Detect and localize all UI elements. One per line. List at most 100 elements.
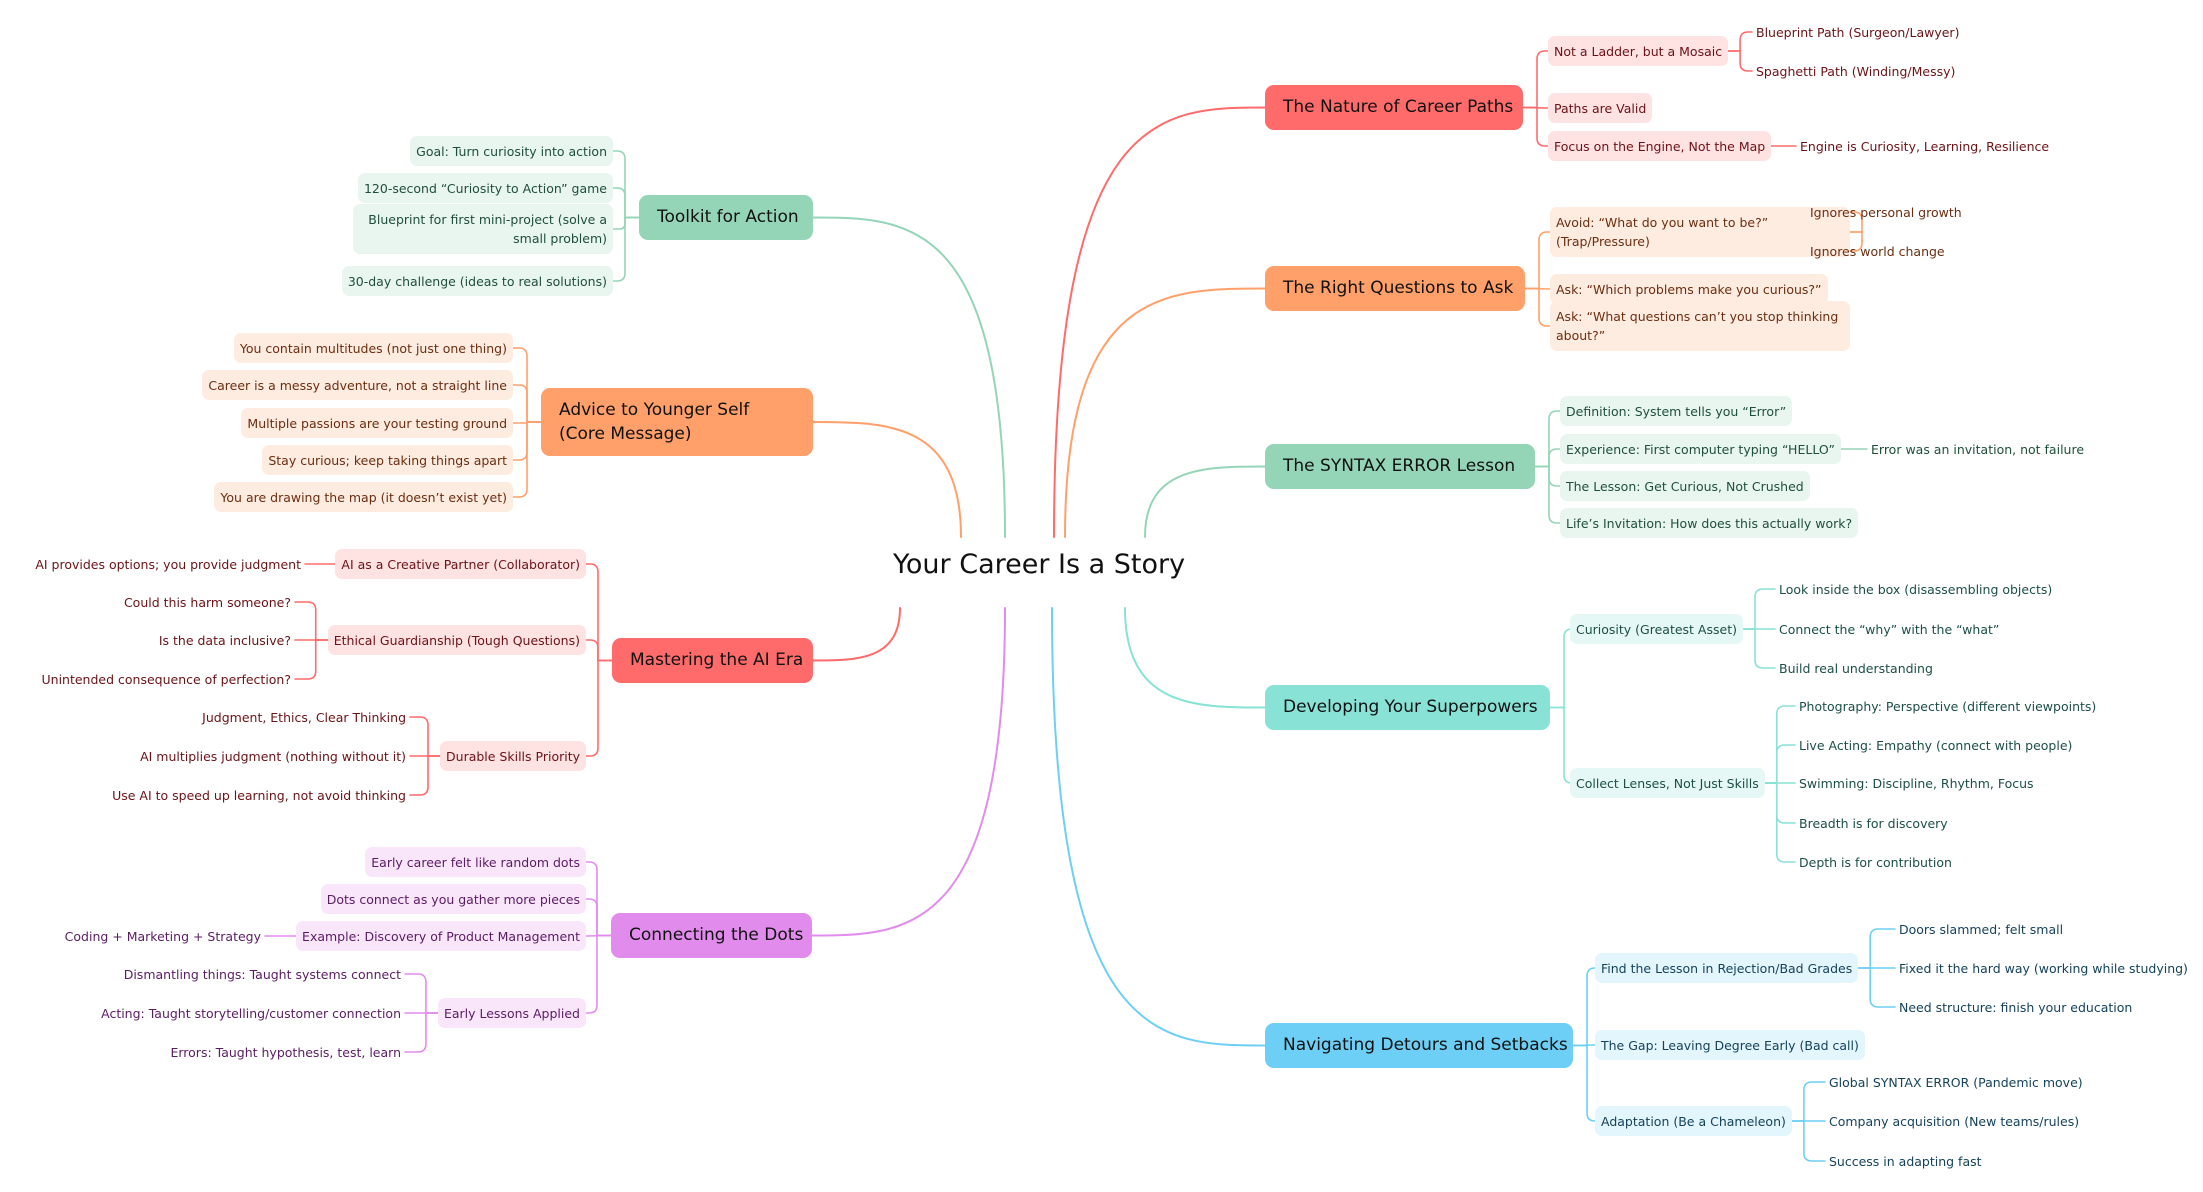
leaf-topic[interactable]: Coding + Marketing + Strategy (64, 928, 261, 944)
sub-link (1572, 967, 1596, 1047)
leaf-topic[interactable]: Acting: Taught storytelling/customer con… (101, 1005, 401, 1021)
subtopic[interactable]: Avoid: “What do you want to be?” (Trap/P… (1550, 207, 1850, 257)
leaf-topic[interactable]: Is the data inclusive? (158, 632, 291, 648)
branch-link-questions (1064, 287, 1266, 538)
sub-link (1524, 287, 1551, 290)
subtopic[interactable]: 30-day challenge (ideas to real solution… (341, 266, 613, 296)
leaf-link (294, 639, 329, 680)
leaf-topic[interactable]: Dismantling things: Taught systems conne… (123, 966, 401, 982)
sub-link (585, 934, 612, 937)
leaf-link (1727, 50, 1753, 72)
sub-link (1534, 465, 1561, 524)
subtopic[interactable]: Not a Ladder, but a Mosaic (1548, 36, 1729, 66)
subtopic[interactable]: Dots connect as you gather more pieces (320, 884, 586, 914)
subtopic[interactable]: Curiosity (Greatest Asset) (1570, 614, 1743, 644)
leaf-topic[interactable]: Fixed it the hard way (working while stu… (1899, 960, 2188, 976)
leaf-link (1742, 628, 1776, 669)
branch-toolkit[interactable]: Toolkit for Action (639, 195, 813, 240)
subtopic[interactable]: The Lesson: Get Curious, Not Crushed (1560, 471, 1810, 501)
leaf-topic[interactable]: Spaghetti Path (Winding/Messy) (1756, 63, 1956, 79)
subtopic[interactable]: Career is a messy adventure, not a strai… (202, 370, 513, 400)
leaf-topic[interactable]: Doors slammed; felt small (1899, 921, 2064, 937)
subtopic[interactable]: Durable Skills Priority (440, 741, 586, 771)
leaf-topic[interactable]: Judgment, Ethics, Clear Thinking (202, 709, 406, 725)
leaf-topic[interactable]: Company acquisition (New teams/rules) (1829, 1113, 2080, 1129)
subtopic[interactable]: Blueprint for first mini-project (solve … (353, 204, 613, 254)
subtopic[interactable]: Multiple passions are your testing groun… (241, 408, 513, 438)
subtopic[interactable]: You contain multitudes (not just one thi… (233, 333, 513, 363)
leaf-topic[interactable]: Global SYNTAX ERROR (Pandemic move) (1829, 1074, 2083, 1090)
branch-syntax[interactable]: The SYNTAX ERROR Lesson (1265, 444, 1535, 489)
leaf-topic[interactable]: Need structure: finish your education (1899, 999, 2133, 1015)
subtopic[interactable]: You are drawing the map (it doesn’t exis… (214, 482, 513, 512)
subtopic[interactable]: Paths are Valid (1548, 93, 1653, 123)
leaf-topic[interactable]: Build real understanding (1779, 660, 1933, 676)
leaf-link (1742, 588, 1776, 630)
subtopic[interactable]: Ethical Guardianship (Tough Questions) (327, 625, 586, 655)
subtopic[interactable]: Ask: “Which problems make you curious?” (1550, 274, 1828, 304)
leaf-topic[interactable]: Errors: Taught hypothesis, test, learn (170, 1044, 401, 1060)
subtopic[interactable]: Early Lessons Applied (437, 998, 586, 1028)
leaf-link (404, 1012, 439, 1053)
branch-superpowers[interactable]: Developing Your Superpowers (1265, 685, 1550, 730)
leaf-topic[interactable]: Could this harm someone? (123, 594, 291, 610)
branch-detours[interactable]: Navigating Detours and Setbacks (1265, 1023, 1573, 1068)
subtopic[interactable]: Find the Lesson in Rejection/Bad Grades (1595, 953, 1859, 983)
sub-link (512, 421, 542, 498)
branch-link-ai (812, 607, 901, 662)
subtopic[interactable]: Definition: System tells you “Error” (1560, 396, 1793, 426)
leaf-topic[interactable]: Error was an invitation, not failure (1871, 441, 2085, 457)
root-topic[interactable]: Your Career Is a Story (893, 549, 1186, 580)
subtopic[interactable]: Life’s Invitation: How does this actuall… (1560, 508, 1859, 538)
leaf-topic[interactable]: Connect the “why” with the “what” (1779, 621, 2000, 637)
leaf-topic[interactable]: AI provides options; you provide judgmen… (35, 556, 301, 572)
leaf-link (1763, 782, 1796, 824)
subtopic[interactable]: Ask: “What questions can’t you stop thin… (1550, 301, 1850, 351)
leaf-topic[interactable]: Unintended consequence of perfection? (41, 671, 292, 687)
leaf-link (1763, 744, 1796, 784)
branch-link-nature (1053, 106, 1266, 538)
branch-ai[interactable]: Mastering the AI Era (612, 638, 813, 683)
sub-link (612, 216, 640, 230)
subtopic[interactable]: Goal: Turn curiosity into action (410, 136, 613, 166)
leaf-topic[interactable]: Use AI to speed up learning, not avoid t… (112, 787, 406, 803)
branch-advice[interactable]: Advice to Younger Self (Core Message) (541, 388, 813, 456)
sub-link (1522, 106, 1549, 147)
branch-link-superpowers (1124, 607, 1266, 709)
sub-link (1524, 287, 1551, 327)
leaf-topic[interactable]: AI multiplies judgment (nothing without … (140, 748, 406, 764)
sub-link (612, 187, 640, 219)
sub-link (585, 898, 612, 937)
branch-nature[interactable]: The Nature of Career Paths (1265, 85, 1523, 130)
leaf-topic[interactable]: Live Acting: Empathy (connect with peopl… (1799, 737, 2073, 753)
leaf-topic[interactable]: Blueprint Path (Surgeon/Lawyer) (1756, 24, 1960, 40)
subtopic[interactable]: Example: Discovery of Product Management (296, 921, 586, 951)
branch-link-toolkit (812, 216, 1006, 538)
leaf-topic[interactable]: Success in adapting fast (1829, 1153, 1982, 1169)
subtopic[interactable]: Adaptation (Be a Chameleon) (1595, 1106, 1792, 1136)
leaf-topic[interactable]: Photography: Perspective (different view… (1799, 698, 2097, 714)
subtopic[interactable]: 120-second “Curiosity to Action” game (357, 173, 613, 203)
subtopic[interactable]: AI as a Creative Partner (Collaborator) (335, 549, 586, 579)
sub-link (1534, 410, 1561, 468)
leaf-topic[interactable]: Look inside the box (disassembling objec… (1779, 581, 2053, 597)
leaf-topic[interactable]: Engine is Curiosity, Learning, Resilienc… (1800, 138, 2050, 154)
leaf-link (294, 601, 329, 641)
leaf-topic[interactable]: Swimming: Discipline, Rhythm, Focus (1799, 775, 2034, 791)
subtopic[interactable]: The Gap: Leaving Degree Early (Bad call) (1595, 1030, 1865, 1060)
branch-dots[interactable]: Connecting the Dots (611, 913, 812, 958)
leaf-topic[interactable]: Depth is for contribution (1799, 854, 1952, 870)
branch-questions[interactable]: The Right Questions to Ask (1265, 266, 1525, 311)
subtopic[interactable]: Stay curious; keep taking things apart (262, 445, 513, 475)
sub-link (512, 421, 542, 424)
leaf-topic[interactable]: Ignores personal growth (1810, 204, 1962, 220)
leaf-link (404, 973, 439, 1014)
subtopic[interactable]: Focus on the Engine, Not the Map (1548, 131, 1772, 161)
leaf-topic[interactable]: Breadth is for discovery (1799, 815, 1948, 831)
subtopic[interactable]: Early career felt like random dots (365, 847, 586, 877)
sub-link (585, 639, 613, 662)
subtopic[interactable]: Experience: First computer typing “HELLO… (1560, 434, 1841, 464)
subtopic[interactable]: Collect Lenses, Not Just Skills (1570, 768, 1765, 798)
leaf-topic[interactable]: Ignores world change (1810, 243, 1945, 259)
sub-link (1572, 1044, 1596, 1122)
